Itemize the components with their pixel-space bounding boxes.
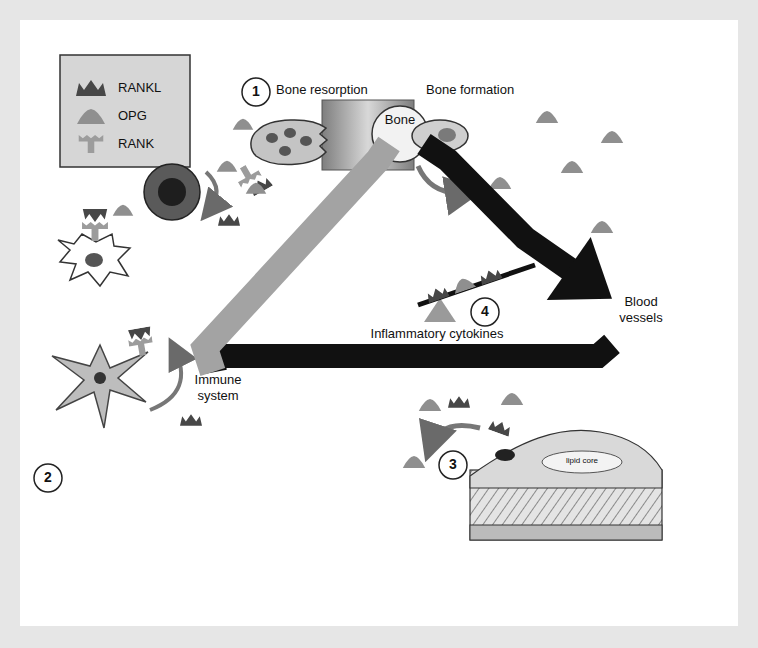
opg-molecule: [419, 399, 441, 411]
seesaw-symbol: [425, 285, 450, 303]
legend-box: [60, 55, 190, 167]
legend-symbol: [74, 77, 108, 99]
callout-number: 4: [470, 303, 500, 319]
immune-cell: [206, 172, 217, 212]
legend-symbol: [76, 80, 106, 96]
atherosclerotic-plaque: [430, 396, 662, 540]
immune-cell: [218, 214, 240, 226]
legend-symbol: [74, 105, 108, 127]
atherosclerotic-plaque: [495, 449, 515, 461]
legend-symbol: [74, 133, 108, 155]
immune-cell: [158, 178, 186, 206]
triangle-vertex: Immune system: [186, 372, 250, 404]
triangle-side: [424, 144, 612, 300]
vertex-label: Bone: [370, 112, 430, 128]
dendritic-cell: [58, 234, 130, 286]
opg-molecule: [561, 161, 583, 173]
atherosclerotic-plaque: [488, 418, 513, 437]
opg-molecule: [591, 221, 613, 233]
structure-label: lipid core: [557, 456, 607, 466]
opg-molecule: [501, 393, 523, 405]
immune-cell: [144, 164, 200, 220]
dendritic-cell: [58, 205, 133, 286]
osteoblast-cell: [438, 128, 456, 142]
stromal-cell: [128, 326, 152, 342]
dendritic-cell: [113, 205, 134, 216]
osteoclast-cell: [251, 120, 327, 165]
atherosclerotic-plaque: [470, 430, 662, 488]
legend-symbol: [79, 135, 104, 153]
callout-number: 3: [438, 456, 468, 472]
process-label: Bone formation: [426, 82, 514, 98]
stromal-cell: [52, 345, 148, 428]
opg-molecule: [246, 183, 267, 194]
triangle-side: [205, 144, 389, 372]
immune-cell: [217, 161, 238, 172]
osteoclast-cell: [279, 146, 291, 156]
opg-molecule: [246, 111, 623, 468]
triangle-side: [424, 144, 570, 270]
atherosclerotic-plaque: [430, 426, 480, 449]
legend-text: RANK: [118, 136, 154, 152]
callout-circle: [471, 298, 499, 326]
osteoclast-cell: [233, 119, 254, 130]
process-label: Bone resorption: [276, 82, 368, 98]
callout-circle: [242, 78, 270, 106]
atherosclerotic-plaque: [542, 451, 622, 473]
legend-box: [60, 55, 190, 167]
seesaw-symbol: [451, 275, 476, 294]
seesaw-symbol: [418, 265, 535, 322]
triangle-side: [212, 344, 612, 372]
osteoclast-cell: [266, 133, 278, 143]
legend-text: OPG: [118, 108, 147, 124]
opg-molecule: [403, 456, 425, 468]
legend-symbol: [77, 109, 105, 124]
stromal-cell: [52, 326, 202, 428]
triangle-vertex: Bone: [370, 112, 430, 144]
triangle-vertex: Blood vessels: [612, 294, 670, 344]
stromal-cell: [180, 414, 202, 426]
dendritic-cell: [82, 222, 108, 241]
seesaw-symbol: [418, 265, 535, 305]
osteoclast-cell: [232, 119, 327, 196]
stromal-cell: [150, 348, 181, 410]
atherosclerotic-plaque: [470, 525, 662, 540]
mediator-label: Inflammatory cytokines: [352, 326, 522, 342]
legend-text: RANKL: [118, 80, 161, 96]
opg-molecule: [536, 111, 558, 123]
callout-circle: [34, 464, 62, 492]
opg-molecule: [601, 131, 623, 143]
seesaw-symbol: [478, 267, 503, 285]
callout-number: 1: [241, 83, 271, 99]
stromal-cell: [94, 372, 106, 384]
triangle-side: [205, 144, 389, 372]
vertex-label: Blood vessels: [612, 294, 670, 326]
triangle-side: [212, 344, 612, 372]
dendritic-cell: [83, 209, 107, 222]
osteoclast-cell: [300, 136, 312, 146]
arrow-head: [547, 237, 612, 300]
immune-cell: [144, 161, 240, 226]
dendritic-cell: [85, 253, 103, 267]
callout-number: 2: [33, 469, 63, 485]
atherosclerotic-plaque: [448, 396, 470, 408]
opg-molecule: [489, 177, 511, 189]
callout-circle: [439, 451, 467, 479]
vertex-label: Immune system: [186, 372, 250, 404]
page-frame: [20, 20, 738, 626]
osteoclast-cell: [284, 128, 296, 138]
